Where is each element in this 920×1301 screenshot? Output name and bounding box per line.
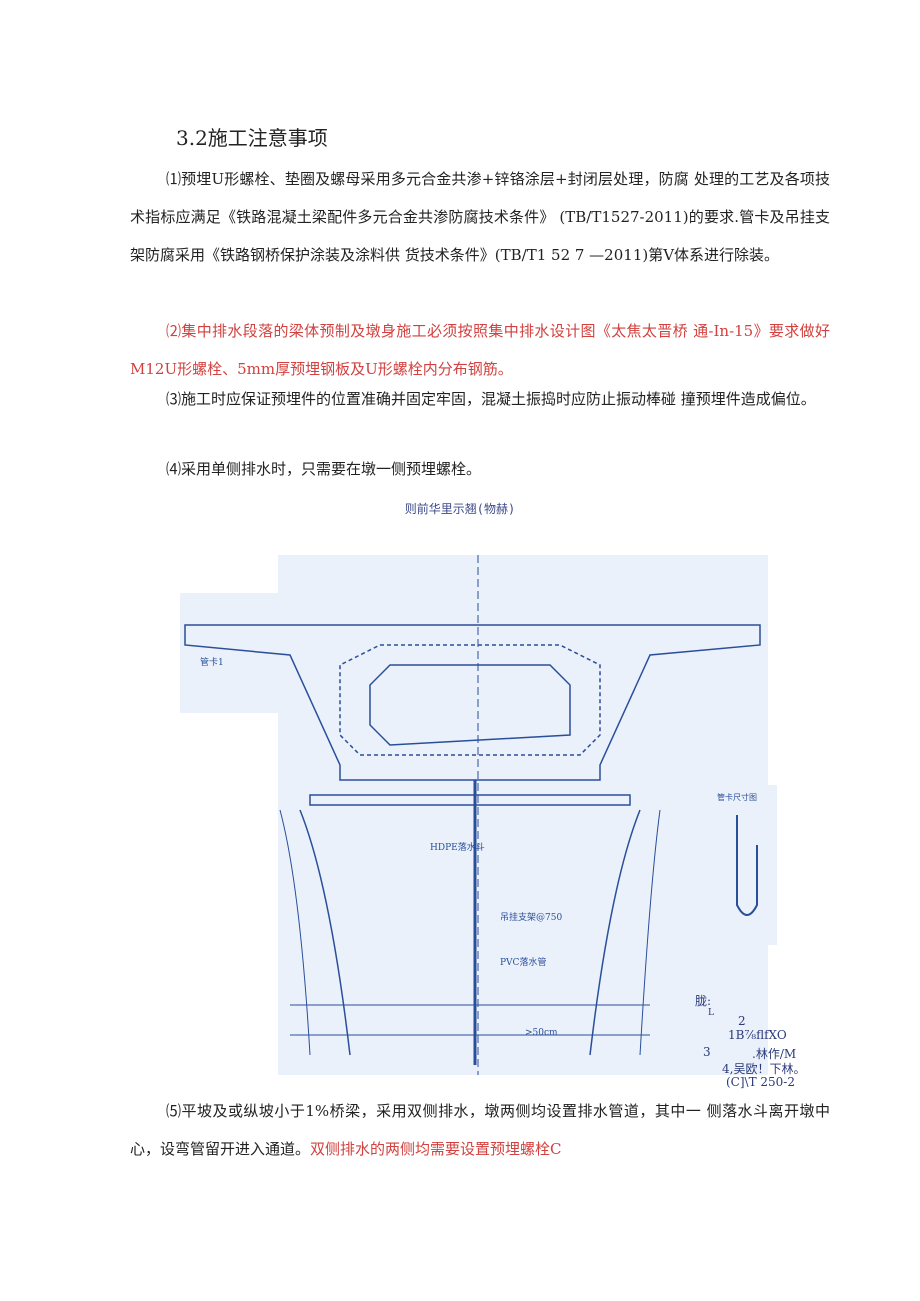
pvc-label: PVC落水管 — [500, 956, 546, 968]
note-0: 胧: — [695, 994, 712, 1008]
hdpe-label: HDPE落水斗 — [430, 841, 485, 853]
note-2: 2 — [738, 1014, 746, 1028]
paragraph-5-highlight: 双侧排水的两侧均需要设置预埋螺栓C — [310, 1140, 562, 1158]
paragraph-4: ⑷采用单侧排水时，只需要在墩一侧预埋螺栓。 — [166, 460, 482, 478]
note-5: .林作/M — [752, 1047, 797, 1061]
paragraph-2: ⑵集中排水段落的梁体预制及墩身施工必须按照集中排水设计图《太焦太晋桥 通-In-… — [130, 322, 830, 378]
paragraph-5: ⑸平坡及或纵坡小于1%桥梁，采用双侧排水，墩两侧均设置排水管道，其中一 侧落水斗… — [130, 1092, 830, 1168]
note-6: 4,吴欧！下林。 — [722, 1062, 806, 1076]
pipe-clamp-detail: 管卡尺寸图 — [697, 785, 777, 945]
dim-label: >50cm — [525, 1028, 558, 1038]
paragraph-3: ⑶施工时应保证预埋件的位置准确并固定牢固，混凝土振捣时应防止振动棒碰 撞预埋件造… — [166, 390, 816, 408]
note-4: 3 — [703, 1045, 711, 1059]
section-heading: 3.2施工注意事项 — [176, 126, 328, 150]
note-7: (C]\T 250-2 — [726, 1075, 795, 1089]
support-label: 吊挂支架@750 — [500, 911, 562, 923]
pipe-label: 管卡1 — [200, 656, 224, 668]
note-1: L — [708, 1008, 714, 1018]
paragraph-5-text: ⑸平坡及或纵坡小于1%桥梁，采用双侧排水，墩两侧均设置排水管道，其中一 侧落水斗… — [130, 1102, 830, 1158]
detail-label: 管卡尺寸图 — [717, 792, 757, 802]
figure-caption: 则前华里示翘(物赫) — [404, 502, 516, 516]
note-3: 1B⅞flfXO — [728, 1028, 787, 1042]
paragraph-1: ⑴预埋U形螺栓、垫圈及螺母采用多元合金共渗+锌铬涂层+封闭层处理，防腐 处理的工… — [130, 170, 830, 264]
drainage-drawing: HDPE落水斗 PVC落水管 吊挂支架@750 >50cm 管卡1 — [180, 555, 768, 1075]
